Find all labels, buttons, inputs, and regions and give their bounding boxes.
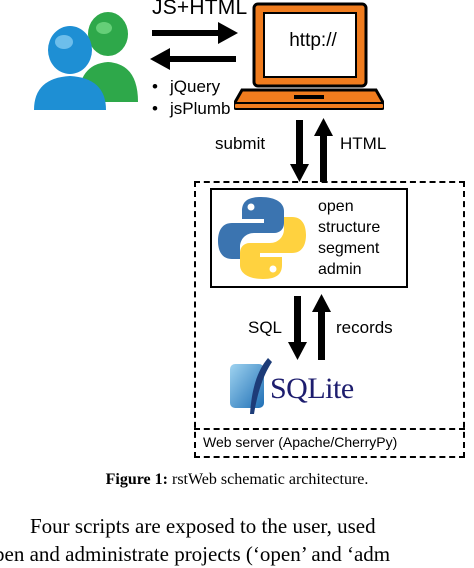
sqlite-logo-text: SQLite <box>270 372 354 405</box>
sqlite-logo-icon <box>230 358 272 414</box>
response-label: HTML <box>340 134 387 153</box>
users-icon <box>34 12 138 110</box>
body-text-line: Four scripts are exposed to the user, us… <box>30 514 376 538</box>
query-label: SQL <box>248 318 283 337</box>
channel-label: JS+HTML <box>152 0 248 19</box>
library-item: jsPlumb <box>150 98 230 120</box>
library-item: jQuery <box>150 76 230 98</box>
body-text-line: pen and administrate projects (‘open’ an… <box>0 542 391 566</box>
figure-caption: Figure 1: rstWeb schematic architecture. <box>0 471 474 489</box>
web-server-boundary <box>194 181 465 458</box>
laptop-icon <box>234 2 384 110</box>
python-logo-icon <box>218 197 306 279</box>
caption-prefix: Figure 1: <box>105 471 168 488</box>
web-server-divider <box>194 428 465 430</box>
script-item: segment <box>318 240 380 257</box>
script-item: open <box>318 198 354 215</box>
script-item: structure <box>318 219 381 236</box>
browser-address: http:// <box>289 30 337 51</box>
script-list: open structure segment admin <box>318 196 380 280</box>
web-server-label: Web server (Apache/CherryPy) <box>203 434 398 450</box>
caption-text: rstWeb schematic architecture. <box>167 471 369 488</box>
client-library-list: jQuery jsPlumb <box>150 76 230 120</box>
database-arrows <box>288 294 331 360</box>
request-label: submit <box>215 134 266 153</box>
script-item: admin <box>318 261 362 278</box>
result-label: records <box>336 318 393 337</box>
http-arrows <box>290 118 333 182</box>
client-server-arrows <box>150 22 238 70</box>
